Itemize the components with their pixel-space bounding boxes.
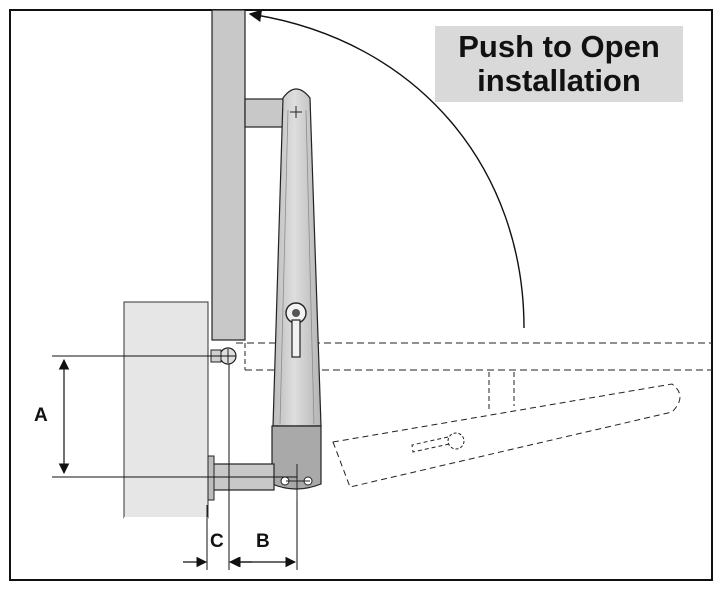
opening-arc-arrow (248, 9, 525, 329)
motor-arm-inner-line (279, 109, 315, 425)
gate-leaf-open (211, 9, 246, 341)
gate-bracket-upper (244, 98, 288, 128)
keyhole-slot (291, 319, 301, 358)
wall-pillar (123, 301, 209, 519)
dimension-label-c: C (210, 531, 224, 552)
motor-arm-open (272, 88, 322, 427)
wall-plate (207, 455, 215, 501)
dimension-label-b: B (256, 531, 270, 552)
title-box: Push to Open installation (435, 26, 683, 102)
title-line-1: Push to Open (458, 29, 660, 64)
closed-keyhole (447, 432, 465, 450)
motor-arm-closed (332, 383, 681, 488)
keyhole-center (292, 309, 300, 317)
title-line-2: installation (477, 63, 641, 98)
dimension-label-a: A (34, 405, 48, 426)
